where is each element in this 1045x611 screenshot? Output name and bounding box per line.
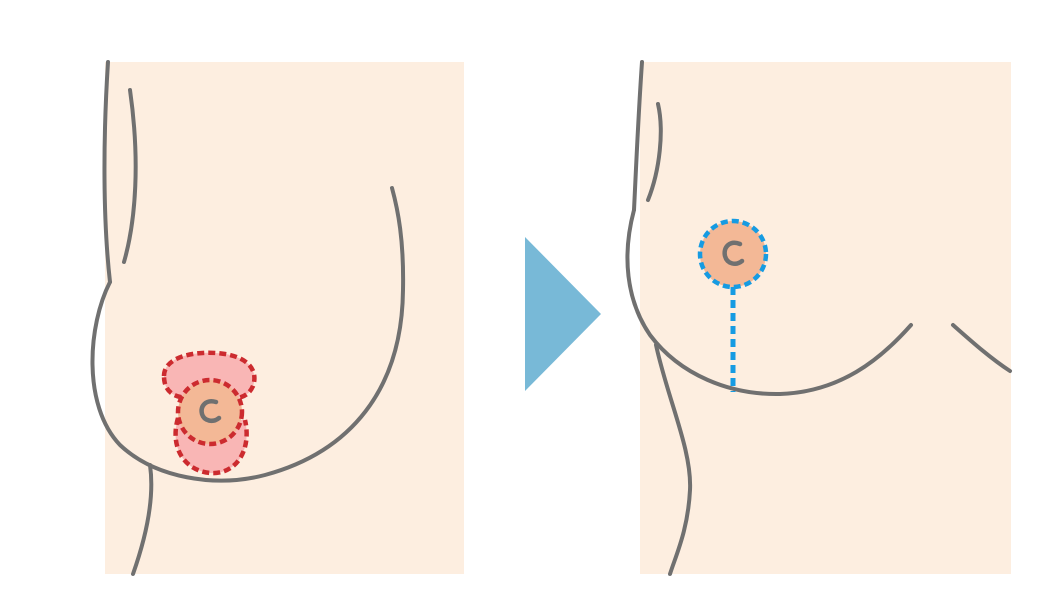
before-arm-line — [122, 88, 138, 264]
after-back-line — [632, 60, 644, 212]
after-nipple — [722, 240, 745, 266]
before-skin-background — [105, 62, 464, 574]
after-other-breast-contour — [951, 323, 1012, 373]
triangle-right-icon — [525, 237, 601, 391]
before-panel — [90, 60, 464, 576]
before-areola — [178, 380, 242, 444]
before-torso-line — [131, 463, 154, 576]
before-areola-incision — [175, 377, 245, 447]
after-torso-line — [654, 343, 693, 576]
after-areola-incision — [697, 218, 769, 290]
after-arm-line — [646, 102, 663, 202]
after-areola — [700, 221, 766, 287]
before-breast-contour — [90, 186, 406, 483]
before-back-line — [102, 60, 112, 284]
before-nipple — [199, 399, 222, 424]
after-skin-background — [640, 62, 1011, 574]
after-breast-contour — [625, 208, 913, 397]
after-panel — [625, 60, 1012, 576]
